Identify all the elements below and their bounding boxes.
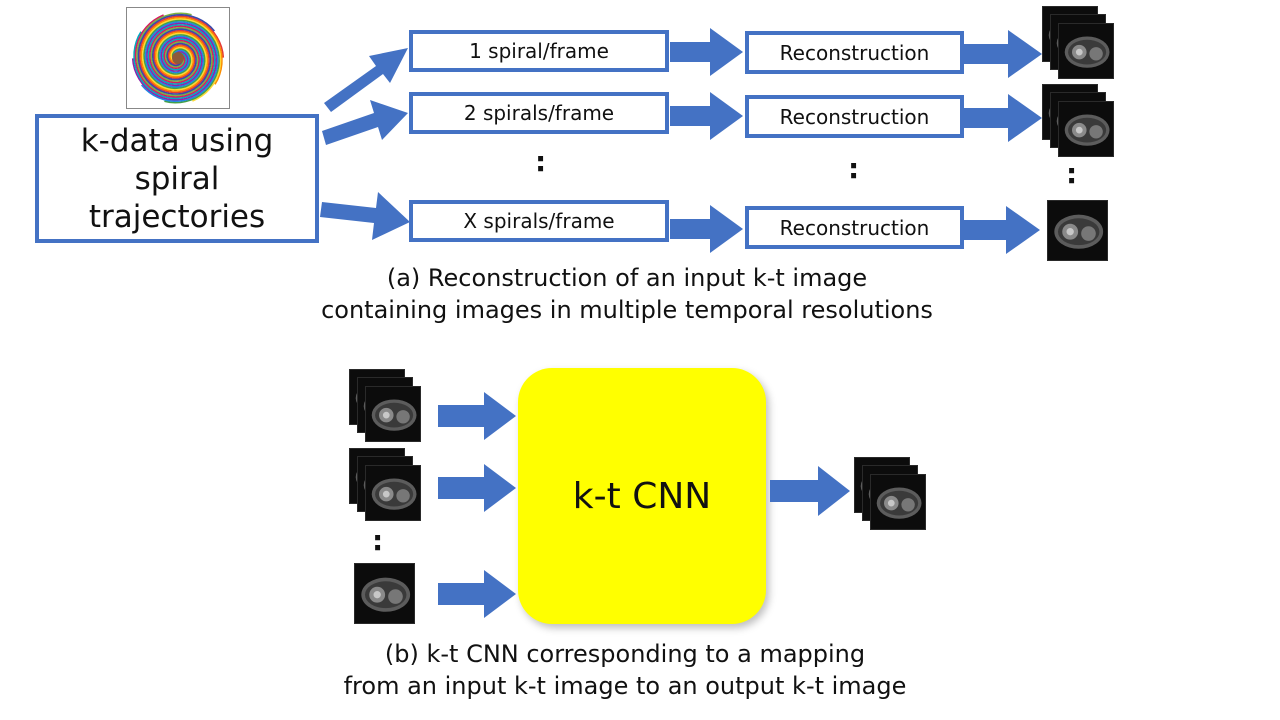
spirals-per-frame-box-1: 1 spiral/frame [409,30,669,72]
spirals-label-1: 1 spiral/frame [469,39,609,63]
cardiac-mri-image-icon [1047,200,1108,261]
arrow-input-2-to-cnn [0,0,516,512]
spirals-per-frame-box-3: X spirals/frame [409,200,669,242]
cardiac-mri-image-icon [365,386,421,442]
ellipsis-input: : [372,524,384,557]
arrow-row-1-to-recon [0,0,743,76]
caption-b: (b) k-t CNN corresponding to a mapping f… [344,638,907,702]
spirals-label-2: 2 spirals/frame [463,101,615,125]
caption-b-line-2: from an input k-t image to an output k-t… [343,672,907,700]
reconstruction-label-1: Reconstruction [779,40,930,65]
arrow-cnn-to-output [0,0,850,516]
arrow-row-2-to-output [0,0,1042,142]
caption-b-line-1: (b) k-t CNN corresponding to a mapping [384,640,866,668]
spirals-per-frame-box-2: 2 spirals/frame [409,92,669,134]
arrow-kdata-to-row-2 [0,0,408,145]
arrow-row-3-to-output [0,0,1040,254]
cardiac-mri-image-icon [1058,23,1114,79]
spiral-trajectory-icon [126,7,230,109]
arrow-input-3-to-cnn [0,0,516,618]
kt-cnn-label: k-t CNN [572,475,712,517]
arrow-row-3-to-recon [0,0,743,253]
reconstruction-box-1: Reconstruction [745,31,964,74]
arrow-kdata-to-row-3 [0,0,410,240]
caption-a-line-1: (a) Reconstruction of an input k-t image [386,264,868,292]
k-data-line-2: spiral [134,160,220,197]
arrow-input-1-to-cnn [0,0,516,440]
arrow-row-2-to-recon [0,0,743,140]
arrow-row-1-to-output [0,0,1042,78]
caption-a: (a) Reconstruction of an input k-t image… [321,262,933,326]
cardiac-mri-image-icon [354,563,415,624]
ellipsis-recon: : [848,152,860,185]
k-data-line-3: trajectories [88,198,266,235]
kt-cnn-block: k-t CNN [518,368,766,624]
caption-a-line-2: containing images in multiple temporal r… [321,296,933,324]
reconstruction-box-2: Reconstruction [745,95,964,138]
ellipsis-stage: : [535,145,547,178]
reconstruction-label-3: Reconstruction [779,215,930,240]
k-data-box: k-data using spiral trajectories [35,114,319,243]
spirals-label-3: X spirals/frame [463,209,615,233]
ellipsis-output: : [1066,157,1078,190]
arrow-kdata-to-row-1 [0,0,408,112]
cardiac-mri-image-icon [870,474,926,530]
reconstruction-label-2: Reconstruction [779,104,930,129]
reconstruction-box-3: Reconstruction [745,206,964,249]
cardiac-mri-image-icon [1058,101,1114,157]
k-data-line-1: k-data using [80,122,274,159]
cardiac-mri-image-icon [365,465,421,521]
